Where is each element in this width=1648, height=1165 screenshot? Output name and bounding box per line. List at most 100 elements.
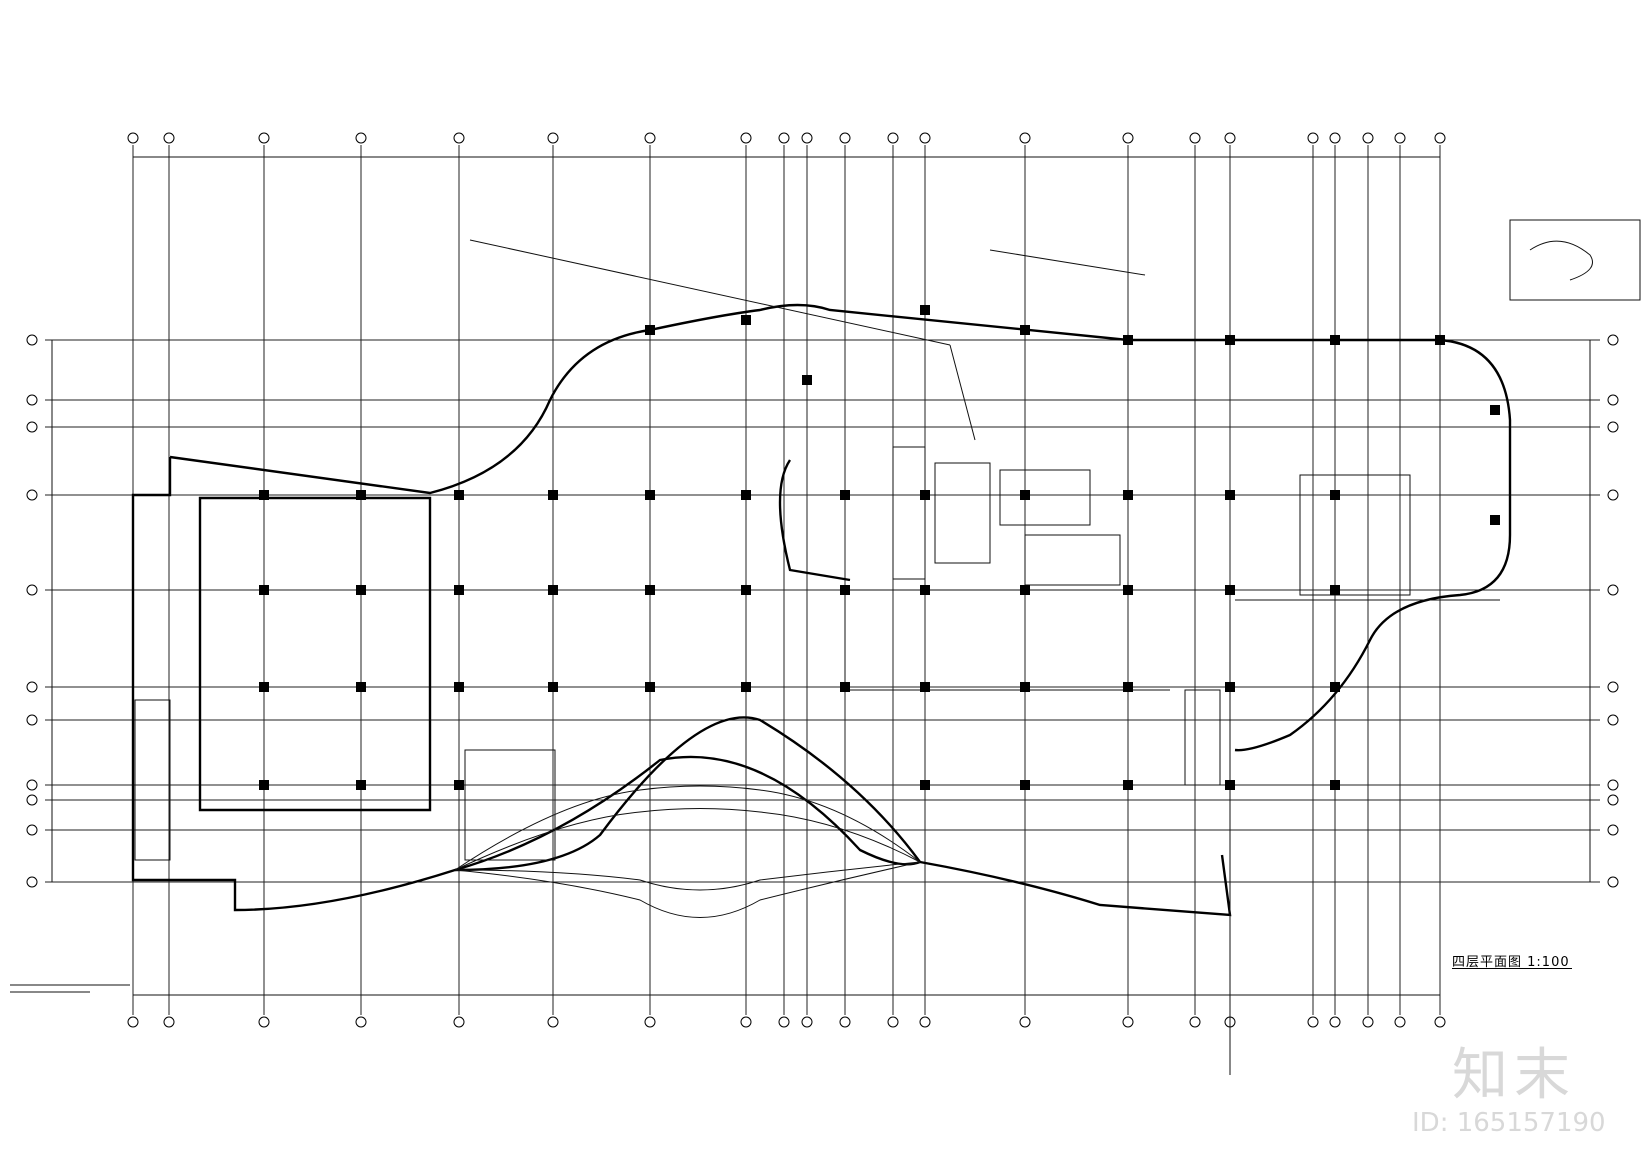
axis-bubble-bottom — [887, 1016, 899, 1028]
column-square — [840, 490, 850, 500]
axis-bubble-left — [26, 876, 38, 888]
column-square — [1435, 335, 1445, 345]
column-square — [920, 490, 930, 500]
drawing-title-name: 四层平面图 — [1452, 955, 1523, 970]
axis-bubble-right — [1607, 779, 1619, 791]
column-square — [1490, 405, 1500, 415]
column-square — [645, 585, 655, 595]
axis-bubble-left — [26, 489, 38, 501]
column-square — [548, 682, 558, 692]
axis-bubble-bottom — [801, 1016, 813, 1028]
axis-bubble-top — [127, 132, 139, 144]
axis-bubble-top — [919, 132, 931, 144]
column-square — [920, 780, 930, 790]
column-square — [1123, 585, 1133, 595]
column-square — [1020, 780, 1030, 790]
column-square — [1330, 780, 1340, 790]
axis-bubble-bottom — [1019, 1016, 1031, 1028]
column-square — [1123, 780, 1133, 790]
axis-bubble-top — [1329, 132, 1341, 144]
axis-bubble-bottom — [740, 1016, 752, 1028]
axis-bubble-left — [26, 394, 38, 406]
column-square — [356, 585, 366, 595]
axis-bubble-top — [740, 132, 752, 144]
axis-bubble-left — [26, 714, 38, 726]
column-square — [645, 490, 655, 500]
axis-bubble-bottom — [258, 1016, 270, 1028]
axis-bubble-right — [1607, 489, 1619, 501]
axis-bubble-bottom — [1122, 1016, 1134, 1028]
axis-bubble-bottom — [547, 1016, 559, 1028]
column-square — [741, 490, 751, 500]
axis-bubble-top — [258, 132, 270, 144]
axis-bubble-bottom — [453, 1016, 465, 1028]
axis-bubble-top — [1362, 132, 1374, 144]
column-square — [454, 490, 464, 500]
axis-bubble-right — [1607, 334, 1619, 346]
column-square — [1330, 335, 1340, 345]
column-square — [840, 585, 850, 595]
column-square — [548, 490, 558, 500]
axis-bubble-top — [453, 132, 465, 144]
column-square — [1020, 325, 1030, 335]
title-underline — [1452, 968, 1572, 969]
axis-bubble-bottom — [1189, 1016, 1201, 1028]
axis-bubble-left — [26, 421, 38, 433]
axis-bubble-bottom — [644, 1016, 656, 1028]
column-square — [1330, 682, 1340, 692]
axis-bubble-bottom — [839, 1016, 851, 1028]
axis-bubble-right — [1607, 681, 1619, 693]
column-square — [1020, 682, 1030, 692]
axis-bubble-top — [1307, 132, 1319, 144]
dimension-lines — [51, 156, 1591, 996]
axis-bubble-left — [26, 794, 38, 806]
column-square — [259, 780, 269, 790]
column-square — [920, 585, 930, 595]
column-square — [741, 585, 751, 595]
column-square — [454, 780, 464, 790]
axis-bubble-top — [1019, 132, 1031, 144]
drawing-scale: 1:100 — [1527, 955, 1570, 970]
axis-bubble-bottom — [355, 1016, 367, 1028]
axis-bubble-bottom — [1307, 1016, 1319, 1028]
axis-bubble-bottom — [778, 1016, 790, 1028]
axis-bubble-left — [26, 584, 38, 596]
axis-bubble-bottom — [1362, 1016, 1374, 1028]
column-square — [356, 682, 366, 692]
column-square — [645, 325, 655, 335]
column-square — [1123, 682, 1133, 692]
column-square — [802, 375, 812, 385]
column-square — [741, 682, 751, 692]
axis-bubble-left — [26, 681, 38, 693]
column-square — [1225, 780, 1235, 790]
axis-bubble-left — [26, 779, 38, 791]
column-square — [259, 682, 269, 692]
axis-bubble-right — [1607, 584, 1619, 596]
axis-bubble-right — [1607, 421, 1619, 433]
axis-bubble-right — [1607, 394, 1619, 406]
axis-bubble-bottom — [1434, 1016, 1446, 1028]
drawing-title: 四层平面图 1:100 — [1452, 951, 1570, 970]
axis-bubble-top — [839, 132, 851, 144]
axis-bubble-top — [355, 132, 367, 144]
axis-bubble-bottom — [1394, 1016, 1406, 1028]
annotation-marks — [10, 219, 1641, 993]
column-square — [1330, 585, 1340, 595]
axis-bubble-right — [1607, 794, 1619, 806]
column-square — [356, 780, 366, 790]
column-square — [1123, 335, 1133, 345]
axis-bubble-bottom — [127, 1016, 139, 1028]
axis-bubble-right — [1607, 876, 1619, 888]
axis-bubble-top — [644, 132, 656, 144]
axis-bubble-left — [26, 334, 38, 346]
axis-bubble-bottom — [1329, 1016, 1341, 1028]
axis-bubble-top — [1434, 132, 1446, 144]
column-square — [920, 682, 930, 692]
axis-bubble-top — [1189, 132, 1201, 144]
column-square — [920, 305, 930, 315]
column-square — [1225, 335, 1235, 345]
column-square — [548, 585, 558, 595]
column-square — [259, 490, 269, 500]
axis-bubble-right — [1607, 824, 1619, 836]
